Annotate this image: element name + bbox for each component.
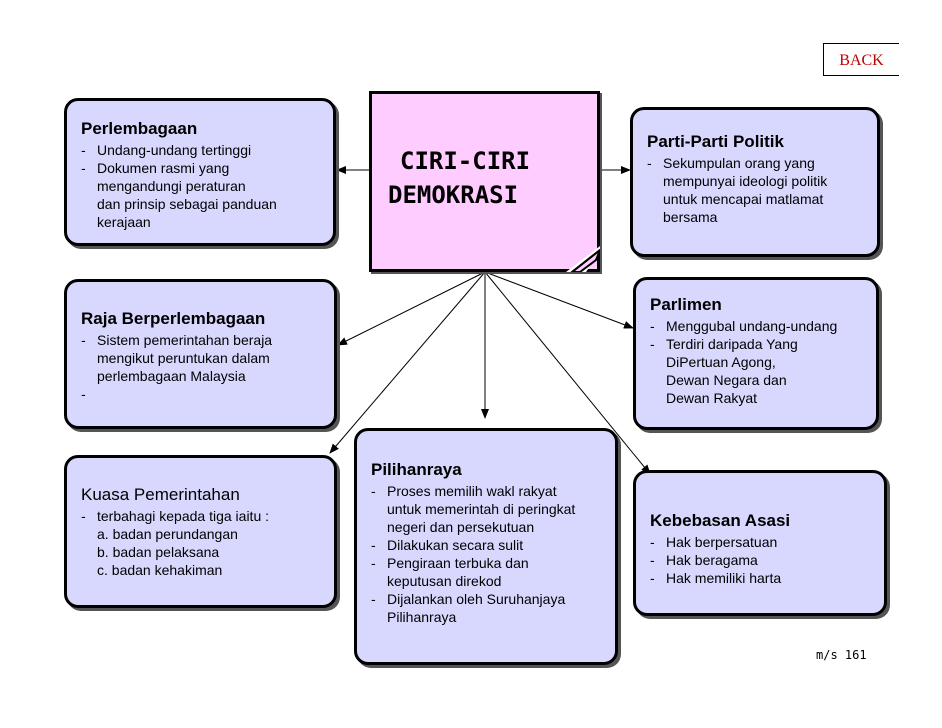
bullet-continuation: DiPertuan Agong, <box>666 354 776 370</box>
bullet-continuation: kerajaan <box>97 214 151 230</box>
box-title: Kuasa Pemerintahan <box>81 485 240 504</box>
bullet-dash: - <box>81 332 86 348</box>
bullet-continuation: Pilihanraya <box>387 609 457 625</box>
box-kebebasan-asasi: Kebebasan Asasi-Hak berpersatuan-Hak ber… <box>633 470 887 616</box>
bullet-continuation: untuk mencapai matlamat <box>663 191 824 207</box>
bullet-text: Menggubal undang-undang <box>666 318 838 334</box>
back-button[interactable]: BACK <box>823 43 899 76</box>
bullet-dash: - <box>81 508 86 524</box>
bullet-text: Sistem pemerintahan beraja <box>97 332 273 348</box>
bullet-dash: - <box>650 318 655 334</box>
bullet-text: Terdiri daripada Yang <box>666 336 798 352</box>
bullet-item: -Hak beragama <box>650 551 876 569</box>
bullet-item: -Menggubal undang-undang <box>650 317 868 335</box>
page-number: m/s 161 <box>816 648 867 662</box>
folded-corner-icon <box>566 246 600 272</box>
box-title: Raja Berperlembagaan <box>81 309 266 328</box>
bullet-item: -Dilakukan secara sulit <box>371 536 607 554</box>
bullet-continuation: Dewan Rakyat <box>666 390 758 406</box>
bullet-dash: - <box>81 386 86 402</box>
bullet-continuation: keputusan direkod <box>387 573 502 589</box>
bullet-item: - <box>81 385 326 403</box>
bullet-continuation: Dewan Negara dan <box>666 372 787 388</box>
bullet-item: -Proses memilih wakl rakyat <box>371 482 607 500</box>
bullet-continuation: mengikut peruntukan dalam <box>97 350 270 366</box>
bullet-item: -Sistem pemerintahan beraja <box>81 331 326 349</box>
bullet-dash: - <box>650 570 655 586</box>
bullet-text: Hak memiliki harta <box>666 570 782 586</box>
bullet-continuation: a. badan perundangan <box>97 526 238 542</box>
center-title-line-1: CIRI-CIRI <box>400 147 531 175</box>
arrow-to-kebebasan <box>484 271 651 475</box>
box-title: Parti-Parti Politik <box>647 132 784 151</box>
box-title: Pilihanraya <box>371 460 462 479</box>
arrow-to-kuasa <box>329 271 486 454</box>
box-kuasa-pemerintahan: Kuasa Pemerintahan -terbahagi kepada tiga… <box>64 455 337 608</box>
bullet-text: Undang-undang tertinggi <box>97 142 252 158</box>
box-parlimen: Parlimen -Menggubal undang-undang-Terdiri… <box>633 277 879 430</box>
bullet-text: Sekumpulan orang yang <box>663 155 815 171</box>
arrow-to-raja <box>337 271 486 346</box>
box-title: Kebebasan Asasi <box>650 511 791 530</box>
bullet-continuation: untuk memerintah di peringkat <box>387 501 576 517</box>
bullet-continuation: dan prinsip sebagai panduan <box>97 196 277 212</box>
bullet-dash: - <box>371 591 376 607</box>
box-parti-politik: Parti-Parti Politik -Sekumpulan orang yan… <box>630 107 880 257</box>
arrow-to-parlimen <box>484 271 634 329</box>
bullet-continuation: negeri dan persekutuan <box>387 519 535 535</box>
box-raja-berperlembagaan: Raja Berperlembagaan-Sistem pemerintahan… <box>64 279 337 429</box>
bullet-item: -Pengiraan terbuka dan <box>371 554 607 572</box>
bullet-continuation: mempunyai ideologi politik <box>663 173 828 189</box>
bullet-item: -Hak memiliki harta <box>650 569 876 587</box>
bullet-item: -Hak berpersatuan <box>650 533 876 551</box>
box-title: Parlimen <box>650 295 722 314</box>
bullet-text: Hak beragama <box>666 552 758 568</box>
bullet-text: Dokumen rasmi yang <box>97 160 230 176</box>
bullet-item: -Sekumpulan orang yang <box>647 154 869 172</box>
bullet-dash: - <box>647 155 652 171</box>
bullet-dash: - <box>81 142 86 158</box>
bullet-dash: - <box>371 537 376 553</box>
bullet-item: -Dokumen rasmi yang <box>81 159 325 177</box>
bullet-item: -Terdiri daripada Yang <box>650 335 868 353</box>
bullet-item: -terbahagi kepada tiga iaitu : <box>81 507 326 525</box>
bullet-text: Dijalankan oleh Suruhanjaya <box>387 591 566 607</box>
box-perlembagaan: Perlembagaan -Undang-undang tertinggi-Dok… <box>64 98 336 246</box>
bullet-continuation: c. badan kehakiman <box>97 562 223 578</box>
bullet-text: Dilakukan secara sulit <box>387 537 524 553</box>
bullet-dash: - <box>81 160 86 176</box>
center-topic-note: CIRI-CIRI DEMOKRASI <box>369 91 600 272</box>
bullet-text: Proses memilih wakl rakyat <box>387 483 557 499</box>
bullet-item: -Dijalankan oleh Suruhanjaya <box>371 590 607 608</box>
bullet-dash: - <box>650 552 655 568</box>
box-title: Perlembagaan <box>81 119 198 138</box>
bullet-continuation: b. badan pelaksana <box>97 544 220 560</box>
bullet-dash: - <box>371 483 376 499</box>
bullet-continuation: perlembagaan Malaysia <box>97 368 246 384</box>
bullet-continuation: bersama <box>663 209 718 225</box>
bullet-continuation: mengandungi peraturan <box>97 178 246 194</box>
center-title-line-2: DEMOKRASI <box>388 181 519 209</box>
bullet-dash: - <box>650 336 655 352</box>
bullet-dash: - <box>650 534 655 550</box>
bullet-dash: - <box>371 555 376 571</box>
bullet-text: Pengiraan terbuka dan <box>387 555 529 571</box>
bullet-text: Hak berpersatuan <box>666 534 778 550</box>
bullet-text: terbahagi kepada tiga iaitu : <box>97 508 270 524</box>
bullet-item: -Undang-undang tertinggi <box>81 141 325 159</box>
